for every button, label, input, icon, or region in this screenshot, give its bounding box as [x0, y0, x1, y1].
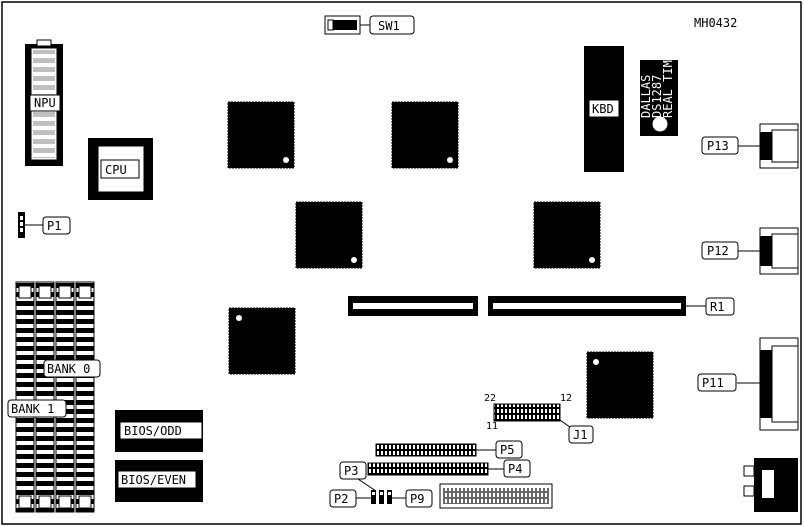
bios-odd-label: BIOS/ODD [124, 424, 182, 438]
p2-label: P2 [334, 492, 348, 506]
p12-connector: P12 [701, 227, 799, 275]
cpu-chip: CPU [88, 138, 153, 200]
rtc-line1: DALLAS [639, 75, 653, 118]
p13-label: P13 [707, 139, 729, 153]
qfp-chip-1 [227, 101, 295, 169]
npu-socket: NPU [25, 39, 63, 166]
p5-label: P5 [500, 443, 514, 457]
npu-label: NPU [34, 96, 56, 110]
rtc-line3: REAL TIME [661, 53, 675, 118]
bank0-label: BANK 0 [47, 362, 90, 376]
sw1-switch: SW1 [324, 15, 415, 35]
j1-label: J1 [573, 428, 587, 442]
p3-label: P3 [344, 464, 358, 478]
p5-header: P5 [375, 440, 523, 459]
p4-label: P4 [508, 462, 522, 476]
p4-header: P4 [367, 459, 531, 478]
sw1-label: SW1 [378, 19, 400, 33]
kbd-label: KBD [592, 102, 614, 116]
edge-connector [439, 483, 553, 509]
p11-label: P11 [702, 376, 724, 390]
bank0-label-box [43, 359, 101, 378]
qfp-chip-3 [295, 201, 363, 269]
bios-even-chip: BIOS/EVEN [115, 460, 203, 502]
jumper-block-p2-p3-p9: P3 P2 P9 [329, 461, 433, 508]
j1-header: 22 12 11 J1 [484, 393, 594, 444]
p1-label: P1 [47, 219, 61, 233]
qfp-chip-5 [228, 307, 296, 375]
p12-label: P12 [707, 244, 729, 258]
r1-slots: R1 [348, 296, 735, 316]
kbd-chip: KBD [584, 46, 624, 172]
ram-bank-slots [15, 281, 95, 513]
p13-connector: P13 [701, 123, 799, 169]
bank1-label: BANK 1 [11, 402, 54, 416]
audio-connector [743, 458, 798, 512]
bank1-label-box [7, 399, 67, 418]
bios-odd-chip: BIOS/ODD [115, 410, 203, 452]
j1-pin-12: 12 [560, 393, 572, 404]
p9-label: P9 [410, 492, 424, 506]
j1-pin-22: 22 [484, 393, 496, 404]
p1-jumper: P1 [18, 212, 71, 238]
cpu-label: CPU [105, 163, 127, 177]
qfp-chip-4 [533, 201, 601, 269]
bios-even-label: BIOS/EVEN [121, 473, 186, 487]
p11-connector: P11 [697, 337, 799, 431]
r1-label: R1 [710, 300, 724, 314]
rtc-line2: DS1287 [650, 75, 664, 118]
j1-pin-11: 11 [486, 421, 498, 432]
diagram-id: MH0432 [694, 16, 737, 30]
qfp-chip-6 [586, 351, 654, 419]
rtc-chip: DALLAS DS1287 REAL TIME [639, 53, 678, 136]
qfp-chip-2 [391, 101, 459, 169]
